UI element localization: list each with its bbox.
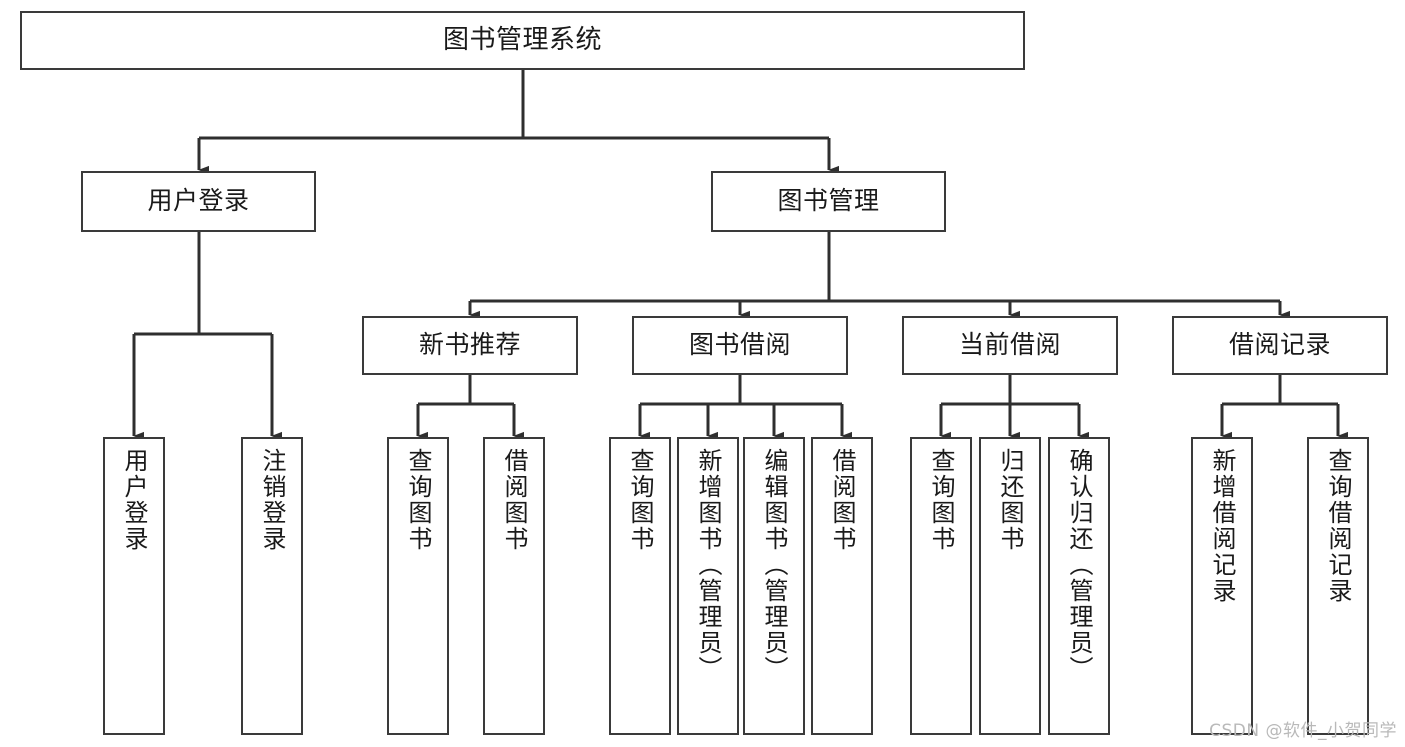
node-label: 借阅图书 xyxy=(500,448,528,552)
csdn-watermark: CSDN @软件_小贺同学 xyxy=(1209,721,1397,741)
node-label: 确认归还（管理员） xyxy=(1065,448,1093,682)
node-label: 归还图书 xyxy=(996,448,1024,552)
leaf-logout-login[interactable]: 注销登录 xyxy=(241,437,303,735)
node-label: 借阅图书 xyxy=(828,448,856,552)
node-label: 新书推荐 xyxy=(418,330,521,360)
leaf-add-book-admin[interactable]: 新增图书（管理员） xyxy=(677,437,739,735)
node-user-login[interactable]: 用户登录 xyxy=(81,171,316,232)
node-root-book-management-system[interactable]: 图书管理系统 xyxy=(20,11,1025,70)
leaf-query-book-current[interactable]: 查询图书 xyxy=(910,437,972,735)
node-label: 用户登录 xyxy=(147,186,250,216)
leaf-user-login[interactable]: 用户登录 xyxy=(103,437,165,735)
leaf-borrow-book[interactable]: 借阅图书 xyxy=(811,437,873,735)
leaf-query-borrow-record[interactable]: 查询借阅记录 xyxy=(1307,437,1369,735)
node-book-management[interactable]: 图书管理 xyxy=(711,171,946,232)
leaf-query-book-recommend[interactable]: 查询图书 xyxy=(387,437,449,735)
node-book-borrow[interactable]: 图书借阅 xyxy=(632,316,848,375)
leaf-borrow-book-recommend[interactable]: 借阅图书 xyxy=(483,437,545,735)
leaf-edit-book-admin[interactable]: 编辑图书（管理员） xyxy=(743,437,805,735)
node-label: 查询图书 xyxy=(404,448,432,552)
node-label: 查询图书 xyxy=(626,448,654,552)
node-new-book-recommend[interactable]: 新书推荐 xyxy=(362,316,578,375)
node-label: 编辑图书（管理员） xyxy=(760,448,788,682)
node-label: 查询借阅记录 xyxy=(1324,448,1352,604)
node-label: 借阅记录 xyxy=(1228,330,1331,360)
leaf-query-book-borrow[interactable]: 查询图书 xyxy=(609,437,671,735)
leaf-confirm-return-admin[interactable]: 确认归还（管理员） xyxy=(1048,437,1110,735)
node-label: 图书管理 xyxy=(777,186,880,216)
node-label: 新增图书（管理员） xyxy=(694,448,722,682)
node-label: 图书管理系统 xyxy=(442,24,602,55)
node-label: 当前借阅 xyxy=(958,330,1061,360)
node-current-borrow[interactable]: 当前借阅 xyxy=(902,316,1118,375)
leaf-add-borrow-record[interactable]: 新增借阅记录 xyxy=(1191,437,1253,735)
node-label: 图书借阅 xyxy=(688,330,791,360)
node-label: 用户登录 xyxy=(120,448,148,552)
node-label: 查询图书 xyxy=(927,448,955,552)
leaf-return-book[interactable]: 归还图书 xyxy=(979,437,1041,735)
node-label: 新增借阅记录 xyxy=(1208,448,1236,604)
node-label: 注销登录 xyxy=(258,448,286,552)
node-borrow-record[interactable]: 借阅记录 xyxy=(1172,316,1388,375)
